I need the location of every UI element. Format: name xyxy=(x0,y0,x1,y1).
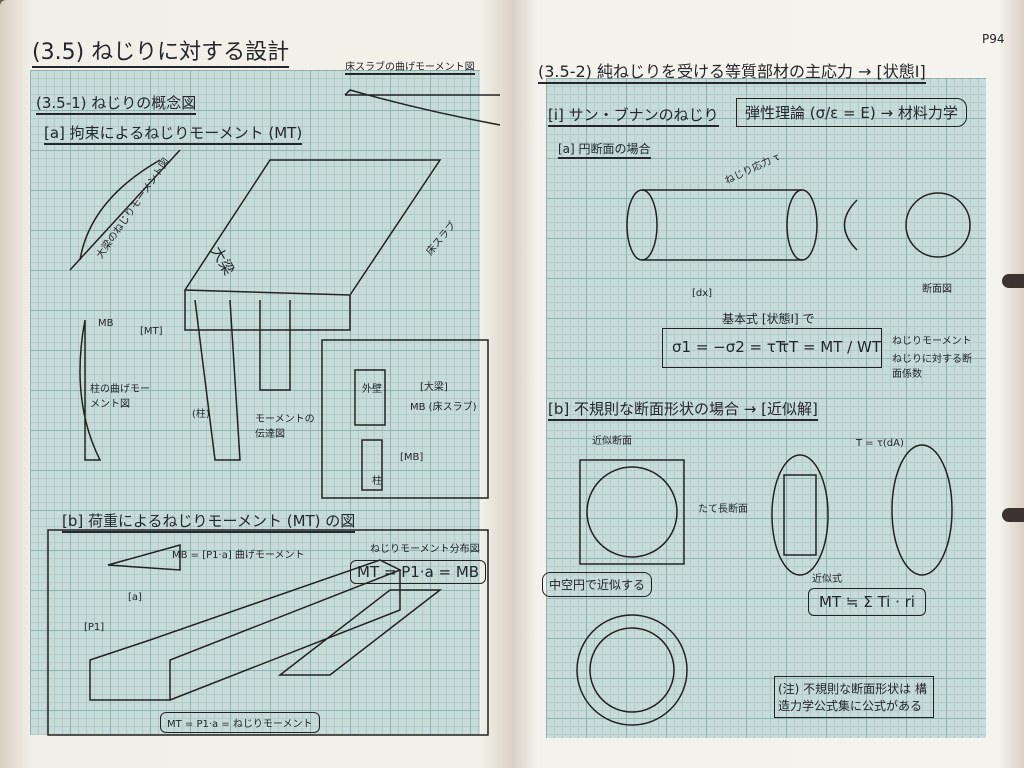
square-section xyxy=(579,459,685,565)
cross-section-circle xyxy=(905,192,971,258)
wall-section xyxy=(354,369,386,426)
bending-triangle xyxy=(107,544,181,571)
cantilever-beam xyxy=(89,559,402,701)
hollow-circle xyxy=(576,614,688,726)
approx-ellipse xyxy=(891,444,953,576)
theory-box: 弾性理論 (σ/ε = E) → 材料力学 xyxy=(736,98,967,127)
subsection-b: [b] 不規則な断面形状の場合 → [近似解] xyxy=(548,398,818,421)
detail-box xyxy=(321,339,489,499)
beam-slab-box xyxy=(183,159,442,331)
hollow-circle-label: 中空円で近似する xyxy=(542,572,653,597)
formula-note-1: ねじりモーメント xyxy=(892,336,972,347)
formula-note-2: ねじりに対する断面係数 xyxy=(892,354,972,380)
subsection-heading: [a] 拘束によるねじりモーメント (MT) xyxy=(44,122,303,145)
column-moment-diagram xyxy=(79,319,102,461)
subsection-heading-b: [b] 荷重によるねじりモーメント (MT) の図 xyxy=(62,510,356,533)
shaft-outline xyxy=(642,189,802,261)
binder-ring xyxy=(1002,508,1024,522)
slab-moment-label: 床スラブの曲げモーメント図 xyxy=(345,58,475,75)
girder-box-label: [大梁] xyxy=(420,382,448,393)
moment-transfer-label: モーメントの伝達図 xyxy=(255,414,315,440)
column-label: (柱) xyxy=(192,409,210,420)
bending-label: MB = [P1·a] 曲げモーメント xyxy=(172,550,305,561)
approx-section-label: 近似断面 xyxy=(592,436,632,447)
mb-box-label: [MB] xyxy=(400,452,424,463)
mb-label: MB xyxy=(98,318,114,329)
hollow-circle-inner xyxy=(589,627,675,713)
subsection-i: [i] サン・ブナンのねじり xyxy=(548,104,719,127)
slab-moment-curve xyxy=(344,89,501,126)
rect-section-label: たて長断面 xyxy=(698,504,748,515)
binder-ring xyxy=(1002,274,1024,288)
right-page: P94 (3.5-2) 純ねじりを受ける等質部材の主応力 → [状態I] [i]… xyxy=(512,0,1024,768)
basic-formula-label: 基本式 [状態I] で xyxy=(722,312,815,326)
formula-1: σ1 = −σ2 = τT xyxy=(672,338,786,356)
distribution-formula: MT = P1·a = MB xyxy=(350,560,487,584)
left-page: (3.5) ねじりに対する設計 (3.5-1) ねじりの概念図 [a] 拘束によ… xyxy=(0,0,512,768)
shaft-end-right xyxy=(786,189,818,261)
p-label: [P1] xyxy=(84,622,105,633)
bottom-formula: MT = P1·a = ねじりモーメント xyxy=(160,712,320,733)
mb-slab-label: MB (床スラブ) xyxy=(410,402,477,413)
rect-ellipse xyxy=(771,454,829,576)
mt-label: [MT] xyxy=(140,326,163,337)
stress-arc xyxy=(843,199,858,251)
column-moment-label: 柱の曲げモーメント図 xyxy=(90,384,150,410)
distribution-label: ねじりモーメント分布図 xyxy=(370,544,480,555)
tau-label: T = τ(dA) xyxy=(856,438,904,449)
left-sketches xyxy=(47,89,501,736)
column-shape xyxy=(194,299,291,461)
right-sketches xyxy=(576,189,971,726)
approx-formula: MT ≒ Σ Ti · ri xyxy=(808,588,926,616)
graph-paper-left xyxy=(30,70,480,735)
page-title: (3.5) ねじりに対する設計 xyxy=(32,34,290,68)
torsion-distribution xyxy=(277,589,443,676)
approx-circle xyxy=(586,466,678,558)
a-label: [a] xyxy=(128,592,142,603)
column-section xyxy=(361,439,383,491)
outer-wall-label: 外壁 xyxy=(362,384,382,395)
page-number: P94 xyxy=(982,32,1005,46)
section-heading: (3.5-1) ねじりの概念図 xyxy=(36,92,197,115)
dx-label: [dx] xyxy=(692,288,713,299)
note-box: (注) 不規則な断面形状は 構造力学公式集に公式がある xyxy=(774,676,934,718)
approx-formula-label: 近似式 xyxy=(812,574,842,585)
rect-section xyxy=(783,474,817,556)
subsection-a-circle: [a] 円断面の場合 xyxy=(558,140,651,159)
beam-torsion-diagram xyxy=(69,149,181,271)
section-label: 断面図 xyxy=(922,284,952,295)
load-box xyxy=(47,529,489,736)
formula-2: τT = MT / WT xyxy=(780,338,881,356)
graph-paper-right xyxy=(546,78,986,738)
formula-box xyxy=(662,328,882,368)
column-box-label: 柱 xyxy=(372,476,382,487)
shaft-end-left xyxy=(626,189,658,261)
section-heading-2: (3.5-2) 純ねじりを受ける等質部材の主応力 → [状態I] xyxy=(538,58,926,84)
